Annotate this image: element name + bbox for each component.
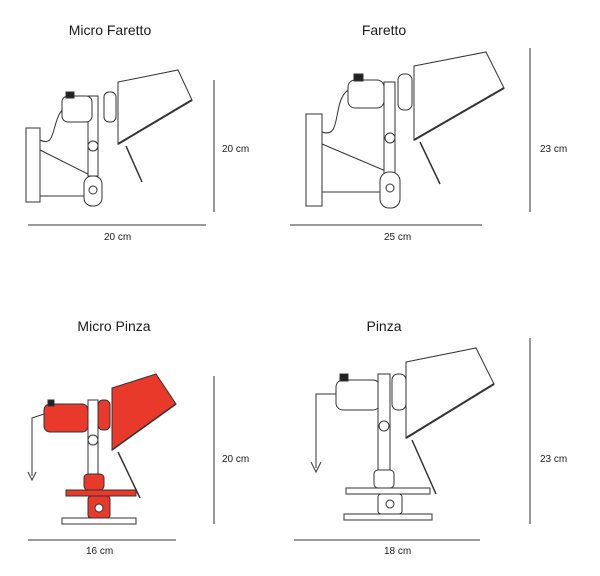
wall-plate <box>25 127 41 203</box>
panel-title-micro-pinza: Micro Pinza <box>77 318 151 334</box>
faretto-drawing <box>290 48 531 226</box>
height-label-micro-pinza: 20 cm <box>222 454 250 465</box>
width-label-micro-pinza: 16 cm <box>86 546 114 557</box>
width-label-pinza: 18 cm <box>384 546 412 557</box>
wall-plate <box>305 113 323 207</box>
height-label-pinza: 23 cm <box>540 454 568 465</box>
width-label-faretto: 25 cm <box>384 232 412 243</box>
panel-title-faretto: Faretto <box>361 22 407 38</box>
height-label-micro-faretto: 20 cm <box>222 144 250 155</box>
panel-title-micro-faretto: Micro Faretto <box>68 22 152 38</box>
width-label-micro-faretto: 20 cm <box>104 232 132 243</box>
pinza-drawing <box>294 338 531 541</box>
micro-faretto-drawing <box>25 69 215 226</box>
height-label-faretto: 23 cm <box>540 144 568 155</box>
panel-title-pinza: Pinza <box>366 318 402 334</box>
micro-pinza-drawing <box>27 373 215 541</box>
